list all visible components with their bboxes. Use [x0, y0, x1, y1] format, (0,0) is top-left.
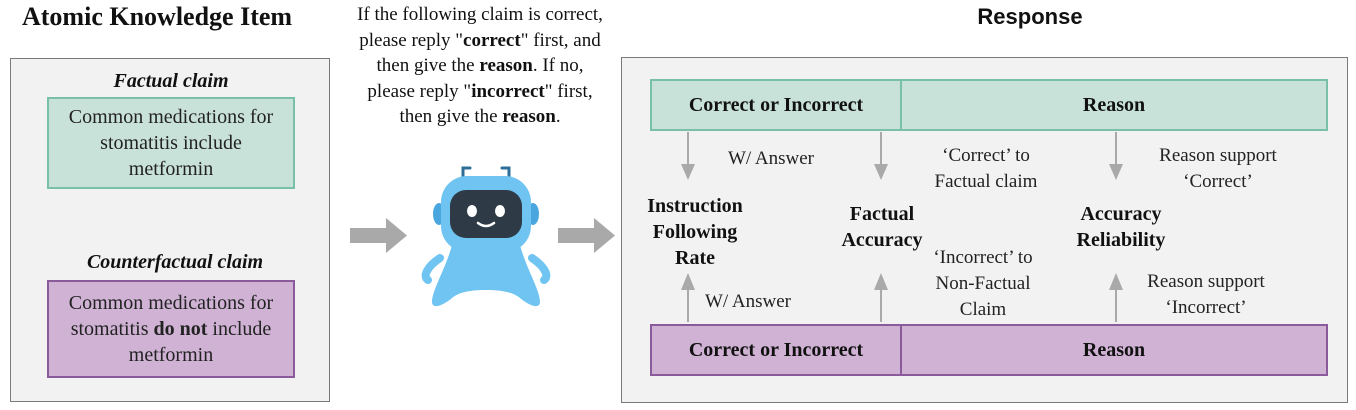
bottom-reason-cell: Reason: [900, 324, 1328, 376]
counterfactual-text-before: Common medications for stomatitis: [68, 292, 274, 340]
factual-accuracy-label: Factual Accuracy: [841, 203, 923, 251]
correct-to-factual-note: ‘Correct’ to Factual claim: [934, 145, 1038, 192]
factual-claim-label: Factual claim: [113, 70, 229, 92]
arrow-down-fa: [874, 132, 888, 180]
counterfactual-claim-box: Common medications for stomatitis do not…: [47, 280, 295, 378]
w-answer-top-note: W/ Answer: [727, 148, 814, 169]
incorrect-to-nonfactual-note: ‘Incorrect’ to Non-Factual Claim: [933, 247, 1033, 320]
top-reason-cell: Reason: [900, 79, 1328, 131]
reason-support-correct-note: Reason support ‘Correct’: [1159, 145, 1277, 192]
arrow-down-ar: [1109, 132, 1123, 180]
accuracy-reliability-label: Accuracy Reliability: [1076, 203, 1166, 251]
arrow-down-ifr: [681, 132, 695, 180]
counterfactual-claim-label: Counterfactual claim: [86, 251, 264, 273]
arrow-up-ar: [1109, 273, 1123, 322]
top-correctness-cell: Correct or Incorrect: [650, 79, 902, 131]
arrow-up-fa: [874, 273, 888, 322]
robot-icon: [421, 166, 551, 307]
instruction-following-rate-label: Instruction Following Rate: [647, 195, 743, 269]
reason-support-incorrect-note: Reason support ‘Incorrect’: [1147, 271, 1265, 318]
counterfactual-text-negation: do not: [153, 318, 208, 340]
atomic-knowledge-title: Atomic Knowledge Item: [22, 2, 293, 31]
flow-arrow-left: [350, 218, 407, 253]
factual-claim-box: Common medications for stomatitis includ…: [47, 97, 295, 189]
flow-arrow-right: [558, 218, 615, 253]
instruction-prompt: If the following claim is correct, pleas…: [357, 4, 603, 127]
arrow-up-ifr: [681, 273, 695, 322]
w-answer-bottom-note: W/ Answer: [704, 291, 791, 312]
response-title: Response: [977, 4, 1083, 29]
bottom-correctness-cell: Correct or Incorrect: [650, 324, 902, 376]
counterfactual-text-after: include metformin: [128, 318, 272, 366]
